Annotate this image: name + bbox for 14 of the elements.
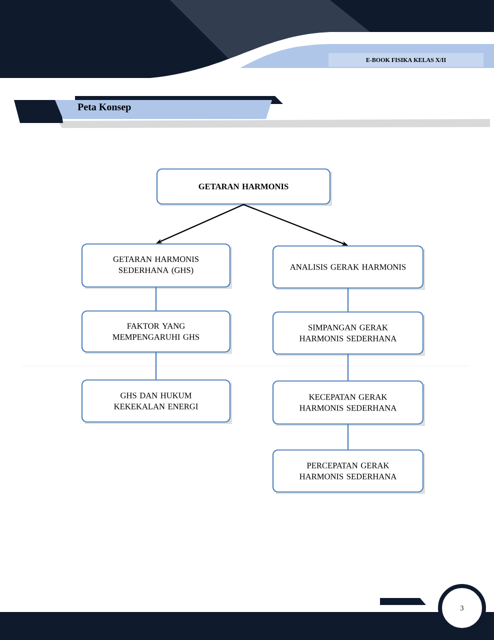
concept-box: ANALISIS GERAK HARMONIS xyxy=(272,245,425,290)
concept-box: GETARAN HARMONIS SEDERHANA (GHS) xyxy=(81,243,232,289)
connector-line xyxy=(347,424,349,450)
connector-line xyxy=(155,288,157,310)
section-tab: Peta Konsep xyxy=(14,96,490,128)
concept-box: SIMPANGAN GERAK HARMONIS SEDERHANA xyxy=(272,311,425,356)
concept-box: PERCEPATAN GERAK HARMONIS SEDERHANA xyxy=(272,449,425,494)
concept-box: GETARAN HARMONIS xyxy=(156,168,332,206)
connector-line xyxy=(347,354,349,380)
concept-box: KECEPATAN GERAK HARMONIS SEDERHANA xyxy=(272,380,425,426)
concept-box: GHS DAN HUKUM KEKEKALAN ENERGI xyxy=(81,379,232,424)
connector-line xyxy=(347,288,349,312)
concept-box: FAKTOR YANG MEMPENGARUHI GHS xyxy=(81,310,232,354)
connector-line xyxy=(155,352,157,380)
